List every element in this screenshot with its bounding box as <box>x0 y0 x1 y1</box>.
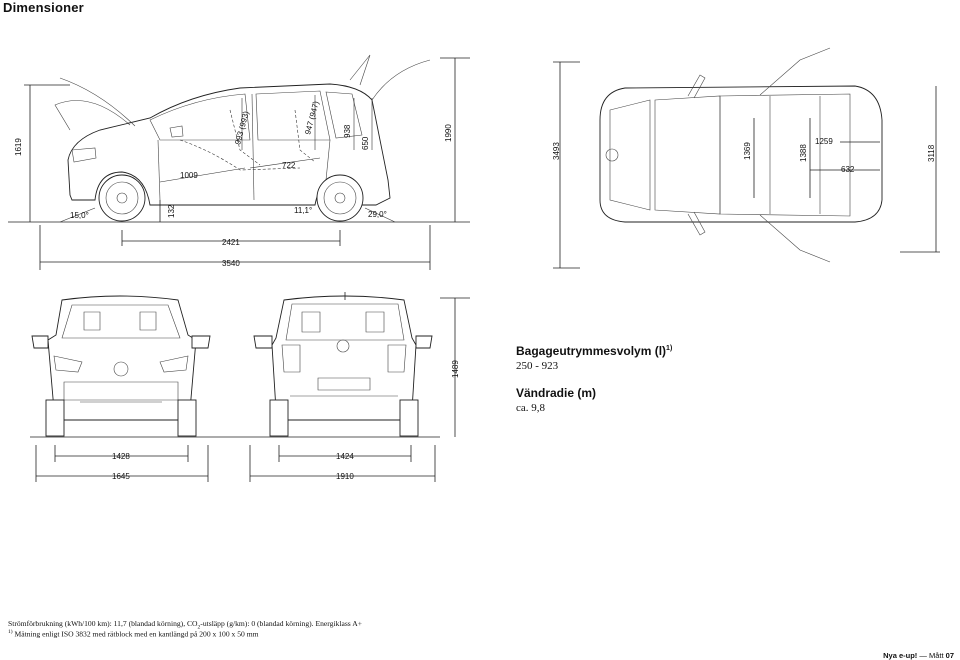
width-label: 1645 <box>112 472 130 481</box>
trunk-volume-footnote-mark: 1) <box>666 345 673 352</box>
top-interior-length-label: 1369 <box>743 142 752 160</box>
front-seat-dim-label: 1009 <box>180 171 198 180</box>
side-dimension-lines <box>24 57 470 270</box>
sill-height-label: 650 <box>361 136 370 150</box>
width-mirrors-label: 1910 <box>336 472 354 481</box>
consumption-text-b: -utsläpp (g/km): 0 (blandad körning). En… <box>200 619 362 628</box>
turning-radius-block: Vändradie (m) ca. 9,8 <box>516 386 596 414</box>
approach-angle-label: 15,0° <box>70 211 89 220</box>
front-rear-height-label: 1489 <box>451 360 460 378</box>
side-view-car <box>8 54 470 223</box>
front-rear-dimension-lines <box>35 297 470 482</box>
page-footer: Nya e-up! — Mått 07 <box>883 651 954 660</box>
footer-dash: — <box>919 651 927 660</box>
rear-seat-dim-label: 722 <box>282 161 296 170</box>
footnote-mark: 1) <box>8 629 13 635</box>
trunk-volume-value: 250 - 923 <box>516 360 559 372</box>
footer-model: Nya e-up! <box>883 651 918 660</box>
trunk-volume-block: Bagageutrymmesvolym (l)1) 250 - 923 <box>516 344 672 372</box>
top-load-width-label: 1259 <box>815 137 833 146</box>
height-label: 1619 <box>14 138 23 156</box>
footer-section: Mått <box>928 651 944 660</box>
consumption-note: Strömförbrukning (kWh/100 km): 11,7 (bla… <box>8 619 362 633</box>
rear-view-car <box>253 292 433 437</box>
trunk-height-label: 938 <box>343 124 352 138</box>
front-track-label: 1428 <box>112 452 130 461</box>
co2-subscript: 2 <box>197 624 201 631</box>
top-view-car <box>599 47 883 263</box>
top-overall-label: 3118 <box>927 144 936 162</box>
page-title: Dimensioner <box>3 0 84 15</box>
trunk-volume-heading: Bagageutrymmesvolym (l) <box>516 344 667 358</box>
breakover-angle-label: 11,1° <box>294 206 312 215</box>
length-label: 3540 <box>222 259 240 268</box>
top-width-mirrors-label: 3493 <box>552 142 561 160</box>
ground-clearance-label: 132 <box>167 204 176 218</box>
top-dimension-lines <box>553 61 940 269</box>
turning-radius-value: ca. 9,8 <box>516 402 546 414</box>
rear-track-label: 1424 <box>336 452 354 461</box>
page-number: 07 <box>945 651 954 660</box>
footnote: 1) Mätning enligt ISO 3832 med rätblock … <box>8 628 259 639</box>
front-view-car <box>31 295 211 437</box>
wheelbase-label: 2421 <box>222 238 240 247</box>
footnote-text: Mätning enligt ISO 3832 med rätblock med… <box>14 629 259 639</box>
turning-radius-heading: Vändradie (m) <box>516 386 597 400</box>
open-height-label: 1990 <box>444 124 453 142</box>
top-interior-length2-label: 1388 <box>799 144 808 162</box>
top-load-length-label: 632 <box>841 165 855 174</box>
consumption-text-a: Strömförbrukning (kWh/100 km): 11,7 (bla… <box>8 619 198 628</box>
departure-angle-label: 29,0° <box>368 210 387 219</box>
